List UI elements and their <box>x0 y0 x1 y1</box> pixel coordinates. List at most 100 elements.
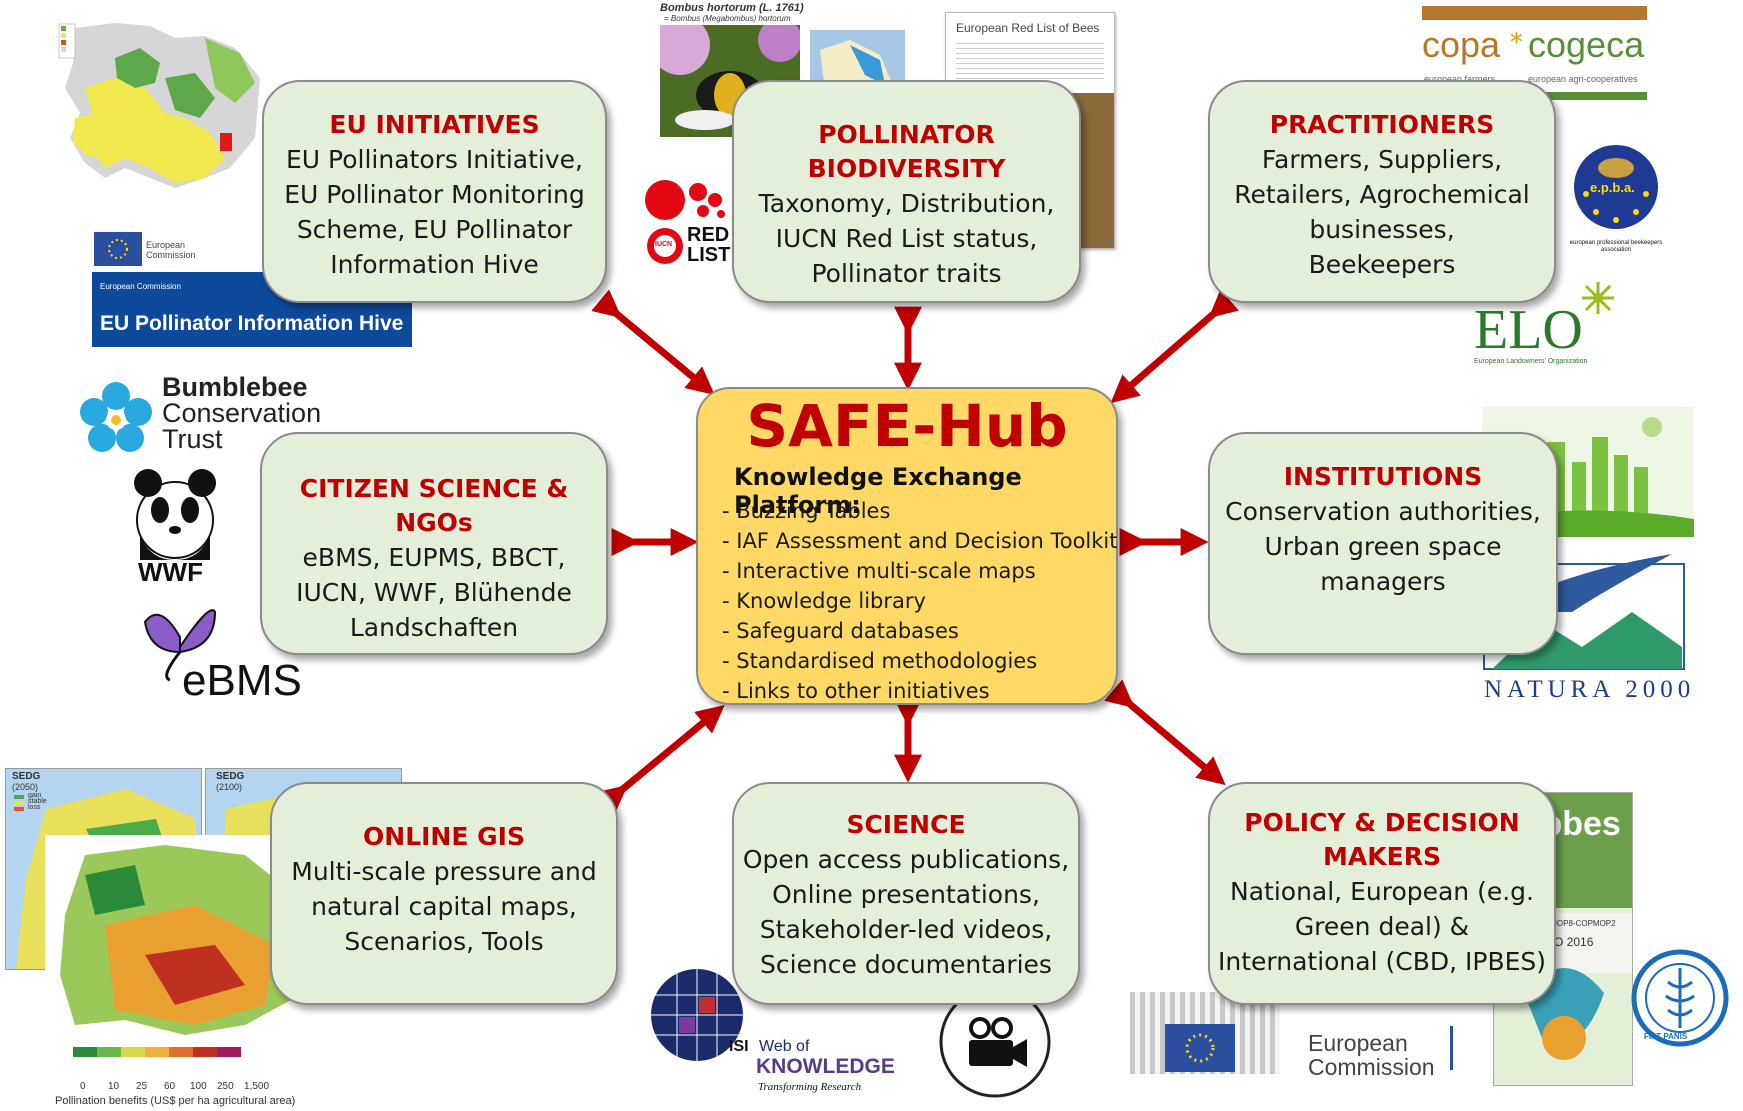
bbct-line1: Bumblebee <box>162 372 308 402</box>
ebms-label: eBMS <box>182 656 302 705</box>
scale-tick: 10 <box>108 1081 120 1092</box>
node-line: Green deal) & <box>1294 912 1470 941</box>
node-line: National, European (e.g. <box>1230 877 1534 906</box>
sedg-2100-year: (2100) <box>216 782 243 792</box>
scale-tick: 60 <box>164 1081 176 1092</box>
scale-tick: 250 <box>217 1081 234 1092</box>
node-line: Landschaften <box>349 613 519 642</box>
node-line: Retailers, Agrochemical <box>1234 180 1530 209</box>
copa-label: copa <box>1422 24 1501 65</box>
node-line: Stakeholder-led videos, <box>759 915 1053 944</box>
node-policy: POLICY & DECISION MAKERS National, Europ… <box>1208 782 1556 1005</box>
hub-feature-item: - Standardised methodologies <box>722 649 1038 673</box>
ec-banner-small-label: European Commission <box>100 282 181 291</box>
iucn-list-label: LIST <box>687 244 731 266</box>
pollination-scale-caption: Pollination benefits (US$ per ha agricul… <box>55 1095 296 1107</box>
scale-tick: 1,500 <box>244 1081 270 1092</box>
bombus-caption: Bombus hortorum (L. 1761) <box>660 2 804 14</box>
node-line: EU Pollinator Monitoring <box>284 180 585 209</box>
elo-label: ELO <box>1474 299 1583 361</box>
ec-big-line2: Commission <box>1308 1054 1435 1080</box>
node-practitioners: PRACTITIONERS Farmers, Suppliers, Retail… <box>1208 80 1556 303</box>
isi-label: ISI <box>729 1038 749 1055</box>
hub-feature-item: - Interactive multi-scale maps <box>722 559 1036 583</box>
node-title-line2: MAKERS <box>1323 842 1441 871</box>
node-online-gis: ONLINE GIS Multi-scale pressure and natu… <box>270 782 618 1005</box>
node-line: Scenarios, Tools <box>344 927 544 956</box>
bombus-subcaption: = Bombus (Megabombus) hortorum <box>664 14 791 23</box>
node-title: EU INITIATIVES <box>329 110 540 139</box>
bbct-line2: Conservation <box>162 398 322 428</box>
node-eu-initiatives: EU INITIATIVES EU Pollinators Initiative… <box>262 80 607 303</box>
isi-knowledge-label: KNOWLEDGE <box>756 1055 895 1078</box>
red-list-doc-title: European Red List of Bees <box>956 21 1100 35</box>
hub-feature-item: - Knowledge library <box>722 589 926 613</box>
epba-label: e.p.b.a. <box>1590 180 1635 195</box>
node-line: natural capital maps, <box>311 892 577 921</box>
node-line: eBMS, EUPMS, BBCT, <box>302 543 566 572</box>
node-line: managers <box>1320 567 1446 596</box>
hub-feature-item: - Safeguard databases <box>722 619 959 643</box>
node-line: IUCN Red List status, <box>775 224 1038 253</box>
node-line: Science documentaries <box>760 950 1052 979</box>
node-line: Farmers, Suppliers, <box>1261 145 1503 174</box>
wwf-label: WWF <box>138 557 203 587</box>
europe-map-image <box>55 18 265 193</box>
iucn-red-list-logo: IUCN RED LIST <box>643 178 733 266</box>
legend-stable: stable <box>28 798 47 805</box>
sedg-2050-year: (2050) <box>12 782 39 792</box>
natura-label: NATURA 2000 <box>1484 676 1696 703</box>
node-line: International (CBD, IPBES) <box>1217 947 1547 976</box>
node-title: POLLINATOR BIODIVERSITY <box>807 120 1006 183</box>
node-line: IUCN, WWF, Blühende <box>296 578 572 607</box>
fao-logo: FIAT PANIS <box>1630 948 1730 1048</box>
legend-loss: loss <box>28 804 41 811</box>
bbct-line3: Trust <box>162 424 223 454</box>
pollination-scale-ticks: 0 10 25 60 100 250 1,500 <box>72 1081 312 1093</box>
sedg-2050-label: SEDG <box>12 771 41 782</box>
video-camera-icon <box>935 985 1055 1100</box>
fao-label: FIAT PANIS <box>1644 1032 1688 1041</box>
arrow-online-gis <box>597 704 725 814</box>
node-citizen-science: CITIZEN SCIENCE & NGOs eBMS, EUPMS, BBCT… <box>260 432 608 655</box>
hub-subtitle: Knowledge Exchange Platform: <box>734 463 1022 519</box>
node-line: Taxonomy, Distribution, <box>758 189 1055 218</box>
isi-webof-label: Web of <box>759 1038 810 1055</box>
node-title: ONLINE GIS <box>363 822 525 851</box>
node-line: Scheme, EU Pollinator <box>296 215 573 244</box>
node-line: Online presentations, <box>772 880 1040 909</box>
node-line: Beekeepers <box>1308 250 1456 279</box>
arrow-policy <box>1104 679 1226 786</box>
european-commission-banner-small: European Commission <box>88 228 228 270</box>
isi-tagline: Transforming Research <box>758 1081 862 1093</box>
wwf-logo: WWF <box>130 465 220 587</box>
node-line: Pollinator traits <box>811 259 1002 288</box>
arrow-practitioners <box>1110 289 1239 404</box>
node-pollinator-biodiversity: POLLINATOR BIODIVERSITY Taxonomy, Distri… <box>732 80 1081 303</box>
node-title: INSTITUTIONS <box>1283 462 1483 491</box>
cogeca-sub-label: european agri-cooperatives <box>1528 74 1638 84</box>
hub-title: SAFE-Hub <box>746 392 1068 460</box>
scale-tick: 100 <box>190 1081 207 1092</box>
scale-tick: 0 <box>80 1081 86 1092</box>
node-line: Open access publications, <box>742 845 1070 874</box>
european-commission-logo: European Commission <box>1130 992 1460 1080</box>
node-line: businesses, <box>1309 215 1455 244</box>
copmop-label: COP13-COPMOP8-COPMOP2 <box>1504 919 1616 928</box>
bumblebee-conservation-trust-logo: Bumblebee Conservation Trust <box>80 372 340 454</box>
pollination-benefits-map <box>45 835 305 1060</box>
arrow-eu-initiatives <box>591 289 715 396</box>
ebms-logo: eBMS <box>140 592 310 712</box>
node-line: EU Pollinators Initiative, <box>286 145 583 174</box>
epba-ring-label: european professional beekeepers associa… <box>1569 240 1663 253</box>
ec-big-line1: European <box>1308 1030 1408 1056</box>
node-line: Multi-scale pressure and <box>291 857 597 886</box>
node-title: PRACTITIONERS <box>1269 110 1495 139</box>
elo-sub-label: European Landowners' Organization <box>1474 358 1588 365</box>
node-line: Information Hive <box>330 250 539 279</box>
ec-small-label: European Commission <box>146 240 196 260</box>
eu-hive-banner-label: EU Pollinator Information Hive <box>100 312 404 335</box>
node-title: CITIZEN SCIENCE & NGOs <box>299 474 569 537</box>
hub-feature-item: - Buzzing Tables <box>722 499 891 523</box>
